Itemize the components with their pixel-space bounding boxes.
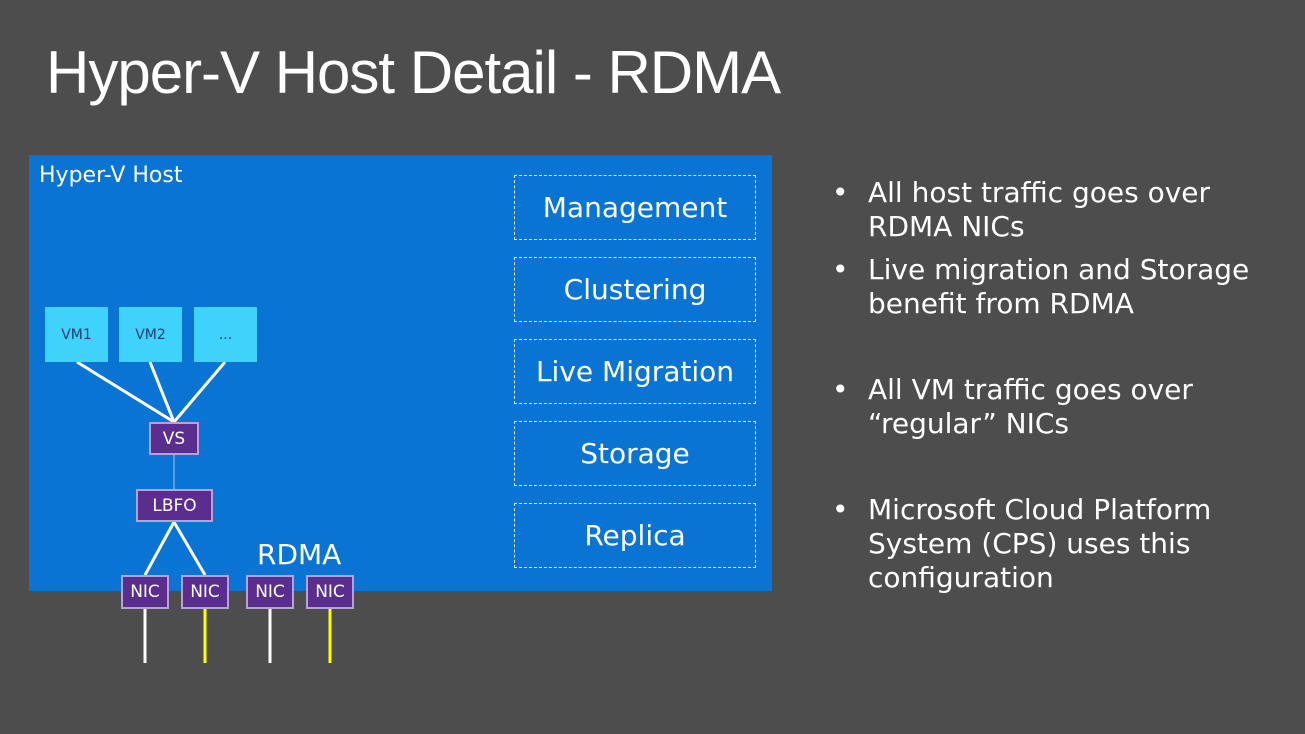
nic-1-box: NIC xyxy=(121,575,169,609)
vm-more-box: ... xyxy=(194,307,257,362)
service-storage: Storage xyxy=(514,421,756,486)
lbfo-to-nic1-line xyxy=(143,521,176,576)
vm3-to-vs-line xyxy=(172,361,227,423)
bullet-item: All VM traffic goes over “regular” NICs xyxy=(830,373,1290,441)
vm2-box: VM2 xyxy=(119,307,182,362)
slide-title: Hyper-V Host Detail - RDMA xyxy=(46,39,781,106)
vm1-box: VM1 xyxy=(45,307,108,362)
lbfo-to-nic2-line xyxy=(172,521,207,576)
nic-2-box: NIC xyxy=(181,575,229,609)
service-live-migration: Live Migration xyxy=(514,339,756,404)
service-replica: Replica xyxy=(514,503,756,568)
nic-3-rdma-box: NIC xyxy=(246,575,294,609)
vm2-to-vs-line xyxy=(148,361,176,423)
host-label: Hyper-V Host xyxy=(39,163,183,188)
bullet-list: All host traffic goes over RDMA NICs Liv… xyxy=(830,176,1290,595)
bullet-item: Live migration and Storage benefit from … xyxy=(830,253,1290,321)
lbfo-box: LBFO xyxy=(136,489,213,522)
vswitch-box: VS xyxy=(149,422,199,455)
nic-4-rdma-box: NIC xyxy=(306,575,354,609)
rdma-label: RDMA xyxy=(257,538,342,571)
service-clustering: Clustering xyxy=(514,257,756,322)
vm1-to-vs-line xyxy=(76,360,175,424)
bullet-item: Microsoft Cloud Platform System (CPS) us… xyxy=(830,493,1290,595)
service-management: Management xyxy=(514,175,756,240)
bullet-item: All host traffic goes over RDMA NICs xyxy=(830,176,1290,244)
